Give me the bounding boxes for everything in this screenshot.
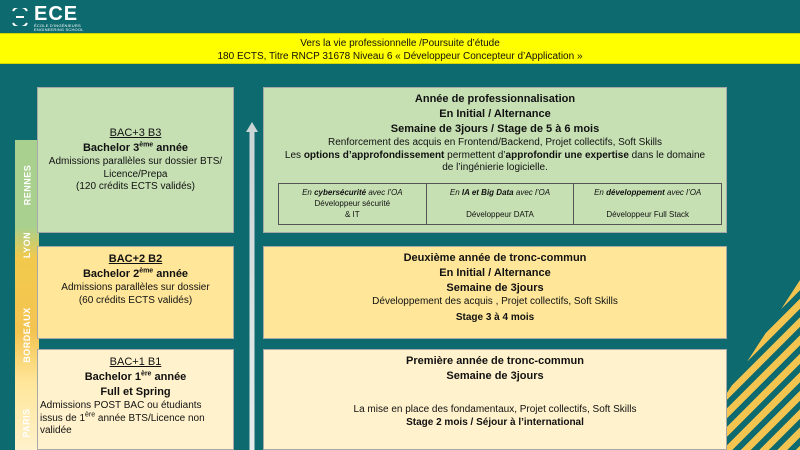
r3-line-6: de l’ingénierie logicielle.: [442, 162, 548, 173]
b1-line-2: issus de 1ère année BTS/Licence non: [40, 411, 205, 424]
b2-title: Bachelor 2ème année: [82, 267, 189, 280]
r3-title: Année de professionnalisation: [414, 93, 576, 105]
b2-line-1: Admissions parallèles sur dossier: [61, 282, 210, 293]
b1-line-1: Admissions POST BAC ou étudiants: [40, 400, 202, 411]
b2-level: BAC+2 B2: [108, 253, 163, 265]
b3-line-2: Licence/Prepa: [103, 168, 168, 180]
r1-title: Première année de tronc-commun: [406, 355, 584, 367]
campus-lyon: LYON: [22, 231, 32, 259]
b3-line-1: Admissions parallèles sur dossier BTS/: [48, 156, 223, 167]
campus-paris: PARIS: [22, 407, 32, 438]
first-year-box: Première année de tronc-commun Semaine d…: [263, 349, 727, 450]
ece-logo: ECE ÉCOLE D'INGÉNIEURS ENGINEERING SCHOO…: [10, 3, 110, 32]
second-year-box: Deuxième année de tronc-commun En Initia…: [263, 246, 727, 339]
option-development: En développement avec l’OA Développeur F…: [574, 183, 723, 225]
option-cybersecurity: En cybersécurité avec l’OA Développeur s…: [278, 183, 427, 225]
option-ai-big-data: En IA et Big Data avec l’OA Développeur …: [426, 183, 575, 225]
logo-subtitle: ÉCOLE D'INGÉNIEURS ENGINEERING SCHOOL: [34, 24, 84, 32]
r2-line-2: En Initial / Alternance: [439, 267, 551, 279]
option-ai-line-2: [427, 198, 574, 209]
r3-line-3: Semaine de 3jours / Stage de 5 à 6 mois: [390, 123, 600, 135]
bachelor-2-box: BAC+2 B2 Bachelor 2ème année Admissions …: [37, 246, 234, 339]
r3-line-2: En Initial / Alternance: [439, 108, 551, 120]
professional-year-box: Année de professionnalisation En Initial…: [263, 87, 727, 233]
progression-arrow-icon: [246, 122, 258, 450]
b3-level: BAC+3 B3: [109, 127, 162, 139]
option-cyber-line-2: Développeur sécurité: [314, 199, 391, 208]
ece-logo-icon: [12, 8, 28, 26]
bachelor-3-box: BAC+3 B3 Bachelor 3ème année Admissions …: [37, 87, 234, 233]
r2-line-4: Développement des acquis , Projet collec…: [372, 296, 618, 307]
r2-line-3: Semaine de 3jours: [446, 282, 544, 294]
banner-line-1: Vers la vie professionnelle /Poursuite d…: [300, 38, 500, 49]
campus-bordeaux: BORDEAUX: [22, 307, 33, 363]
campus-rennes: RENNES: [22, 164, 33, 206]
b1-level: BAC+1 B1: [109, 356, 162, 368]
campus-sidebar-gradient: [15, 140, 39, 450]
campus-sidebar: RENNES LYON BORDEAUX PARIS: [15, 140, 39, 450]
r2-title: Deuxième année de tronc-commun: [403, 252, 587, 264]
banner-line-2: 180 ECTS, Titre RNCP 31678 Niveau 6 « Dé…: [217, 51, 583, 62]
b1-line-3: validée: [40, 425, 72, 436]
r3-line-5: Les options d’approfondissement permette…: [284, 149, 706, 161]
b1-title-2: Full et Spring: [100, 386, 171, 398]
bachelor-1-box: BAC+1 B1 Bachelor 1ère année Full et Spr…: [37, 349, 234, 450]
b1-title: Bachelor 1ère année: [84, 370, 187, 383]
outcome-banner: Vers la vie professionnelle /Poursuite d…: [0, 33, 800, 64]
r1-line-4: Stage 2 mois / Séjour à l’international: [406, 416, 584, 428]
r2-line-5: Stage 3 à 4 mois: [455, 311, 535, 323]
r1-line-3: La mise en place des fondamentaux, Proje…: [353, 404, 637, 415]
option-ai-line-3: Développeur DATA: [466, 210, 534, 219]
option-dev-line-2: [574, 198, 721, 209]
logo-subtitle-2: ENGINEERING SCHOOL: [34, 27, 84, 32]
specialization-options: En cybersécurité avec l’OA Développeur s…: [278, 183, 723, 225]
option-dev-line-3: Développeur Full Stack: [606, 210, 690, 219]
b2-line-2: (60 crédits ECTS validés): [78, 294, 193, 306]
logo-subtitle-1: ÉCOLE D'INGÉNIEURS: [34, 23, 81, 28]
b3-title: Bachelor 3ème année: [82, 141, 189, 154]
r1-line-2: Semaine de 3jours: [446, 370, 544, 382]
r3-line-4: Renforcement des acquis en Frontend/Back…: [327, 137, 663, 148]
logo-name: ECE: [34, 3, 79, 25]
b3-line-3: (120 crédits ECTS validés): [76, 181, 195, 192]
option-cyber-line-3: & IT: [345, 210, 360, 219]
